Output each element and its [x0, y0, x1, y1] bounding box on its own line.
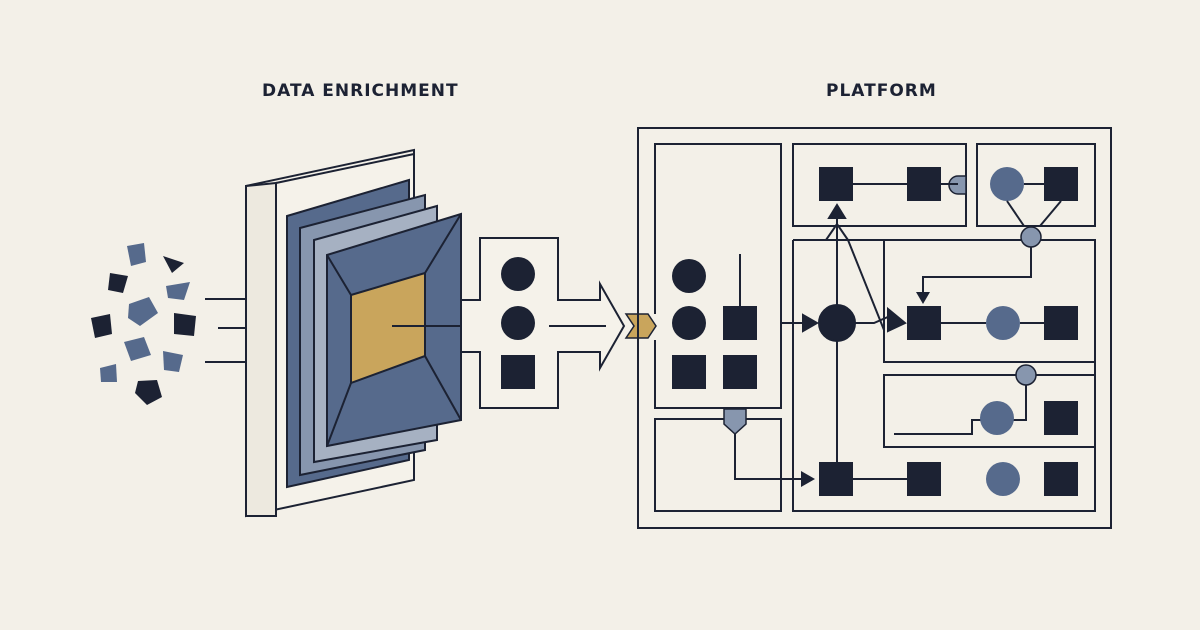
gold-connector — [624, 313, 657, 339]
node-connector — [1015, 364, 1037, 386]
node-circle — [980, 401, 1014, 435]
node-square — [907, 462, 941, 496]
fragment — [100, 364, 117, 382]
node-circle — [501, 257, 535, 291]
platform-middle-right-nodes — [907, 247, 1078, 340]
platform-top-right-nodes — [990, 167, 1078, 248]
node-square — [1044, 306, 1078, 340]
fragment — [108, 273, 128, 293]
fragment — [174, 313, 196, 336]
node-connector — [1020, 226, 1042, 248]
fragment — [163, 256, 184, 273]
node-square — [501, 355, 535, 389]
node-square — [672, 355, 706, 389]
raw-data-fragments — [91, 243, 196, 405]
node-connector — [723, 408, 747, 436]
platform-label: PLATFORM — [826, 81, 937, 101]
node-square — [1044, 167, 1078, 201]
intermediate-block — [460, 237, 626, 409]
plus-outline — [460, 237, 626, 409]
platform-bottom-nodes — [723, 408, 1078, 496]
fragment — [163, 351, 183, 372]
node-circle — [672, 306, 706, 340]
fragment — [135, 380, 162, 405]
node-square — [819, 462, 853, 496]
platform-top-middle-nodes — [819, 167, 967, 201]
node-circle — [986, 306, 1020, 340]
node-square — [723, 355, 757, 389]
platform-left-nodes — [672, 254, 757, 389]
fragment — [91, 314, 112, 338]
enrichment-layers — [286, 178, 462, 489]
platform-frame — [637, 127, 1112, 529]
fragment — [127, 243, 146, 266]
node-square — [723, 306, 757, 340]
fragment — [166, 282, 190, 300]
node-square — [907, 167, 941, 201]
node-square — [1044, 401, 1078, 435]
platform-hub — [781, 203, 907, 462]
fragment — [124, 337, 151, 361]
node-circle — [501, 306, 535, 340]
data-enrichment-label: DATA ENRICHMENT — [262, 81, 459, 101]
platform-lower-right-nodes — [894, 364, 1078, 435]
node-circle — [986, 462, 1020, 496]
hub-node — [818, 304, 856, 342]
fragment — [128, 297, 158, 326]
node-square — [907, 306, 941, 340]
node-circle — [990, 167, 1024, 201]
node-square — [1044, 462, 1078, 496]
node-square — [819, 167, 853, 201]
node-circle — [672, 259, 706, 293]
